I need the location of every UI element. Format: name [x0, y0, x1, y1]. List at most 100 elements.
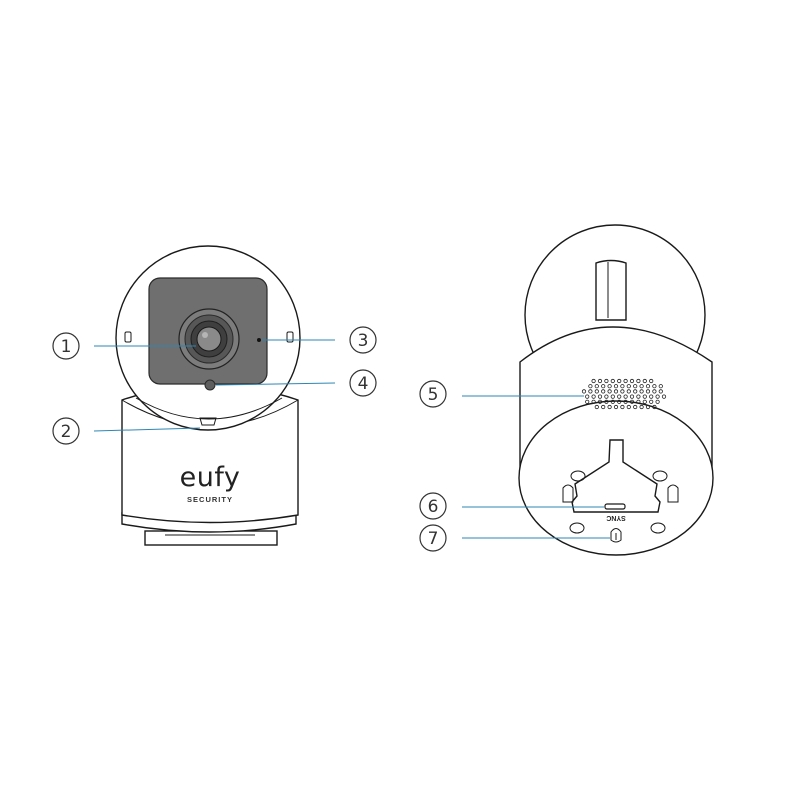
speaker-hole [597, 394, 603, 399]
speaker-grille [581, 378, 667, 410]
brand-logo: eufy [180, 462, 241, 493]
callout-2-label: 2 [61, 422, 72, 442]
speaker-hole [591, 378, 596, 384]
microphone-dot [257, 338, 261, 342]
speaker-hole [613, 389, 619, 394]
speaker-hole [594, 389, 599, 394]
callout-3-label: 3 [358, 331, 369, 351]
speaker-hole [642, 394, 647, 399]
callout-1: 1 [52, 332, 196, 360]
callout-3: 3 [262, 326, 377, 354]
screw-hole-bl [569, 522, 585, 534]
back-stand-post [595, 259, 627, 321]
speaker-hole [607, 404, 612, 410]
speaker-hole [655, 399, 660, 404]
speaker-hole [629, 378, 635, 384]
speaker-hole [642, 399, 647, 404]
speaker-hole [601, 389, 606, 394]
speaker-hole [588, 389, 593, 394]
speaker-hole [610, 378, 615, 384]
speaker-hole [642, 378, 647, 384]
leader-line-2 [93, 427, 201, 432]
back-view-camera: SYNC [518, 224, 714, 556]
speaker-hole [629, 399, 635, 404]
speaker-hole [623, 394, 628, 399]
speaker-hole [613, 404, 619, 410]
sync-button [610, 528, 622, 543]
speaker-hole [639, 389, 644, 394]
speaker-hole [626, 404, 631, 410]
front-side-mark-left [124, 331, 132, 343]
screw-hole-br [650, 522, 666, 534]
speaker-hole [633, 404, 638, 410]
speaker-hole [604, 399, 609, 404]
brand-subtext: SECURITY [187, 495, 233, 504]
speaker-hole [607, 384, 612, 389]
callout-5: 5 [419, 380, 584, 408]
speaker-hole [620, 384, 625, 389]
speaker-hole [594, 404, 599, 410]
speaker-hole [658, 384, 663, 389]
sync-label: SYNC [606, 514, 625, 521]
callout-4: 4 [215, 369, 377, 397]
keyhole-left [562, 484, 574, 503]
speaker-hole [639, 404, 644, 410]
speaker-hole [591, 399, 596, 404]
speaker-hole [604, 394, 609, 399]
callout-7: 7 [419, 524, 610, 552]
speaker-hole [655, 394, 660, 399]
speaker-hole [661, 394, 667, 399]
front-view-camera: eufy SECURITY [115, 245, 301, 546]
speaker-hole [645, 389, 651, 394]
speaker-hole [658, 389, 663, 394]
speaker-hole [629, 394, 635, 399]
speaker-hole [617, 399, 622, 404]
speaker-hole [645, 384, 651, 389]
mount-plate [571, 439, 661, 513]
camera-lens-center [196, 326, 222, 352]
speaker-hole [617, 394, 622, 399]
speaker-hole [636, 394, 641, 399]
callout-5-label: 5 [428, 385, 439, 405]
speaker-hole [601, 384, 606, 389]
speaker-hole [623, 399, 628, 404]
speaker-hole [649, 399, 654, 404]
speaker-hole [652, 384, 657, 389]
speaker-hole [636, 378, 641, 384]
speaker-hole [626, 389, 631, 394]
speaker-hole [639, 384, 644, 389]
callouts: 1 2 3 4 5 6 [52, 326, 610, 552]
speaker-hole [620, 404, 625, 410]
front-side-mark-right [286, 331, 294, 343]
speaker-hole [591, 394, 596, 399]
speaker-hole [581, 389, 587, 394]
speaker-hole [620, 389, 625, 394]
callout-2: 2 [52, 417, 201, 445]
speaker-hole [645, 404, 651, 410]
speaker-hole [633, 384, 638, 389]
speaker-hole [597, 399, 603, 404]
callout-4-label: 4 [358, 374, 369, 394]
usb-port [604, 503, 626, 510]
light-sensor [204, 379, 216, 391]
screw-hole-tr [652, 470, 668, 482]
front-base-foot [144, 530, 278, 546]
speaker-hole [588, 384, 593, 389]
callout-6: 6 [419, 492, 604, 520]
speaker-hole [617, 378, 622, 384]
keyhole-right [667, 484, 679, 503]
speaker-hole [652, 404, 657, 410]
speaker-hole [633, 389, 638, 394]
speaker-hole [636, 399, 641, 404]
leader-line-4 [215, 382, 336, 386]
speaker-hole [585, 394, 590, 399]
callout-1-label: 1 [61, 337, 72, 357]
speaker-hole [601, 404, 606, 410]
speaker-hole [610, 394, 615, 399]
screw-hole-tl [570, 470, 586, 482]
speaker-hole [652, 389, 657, 394]
speaker-hole [623, 378, 628, 384]
speaker-hole [604, 378, 609, 384]
callout-7-label: 7 [428, 529, 439, 549]
